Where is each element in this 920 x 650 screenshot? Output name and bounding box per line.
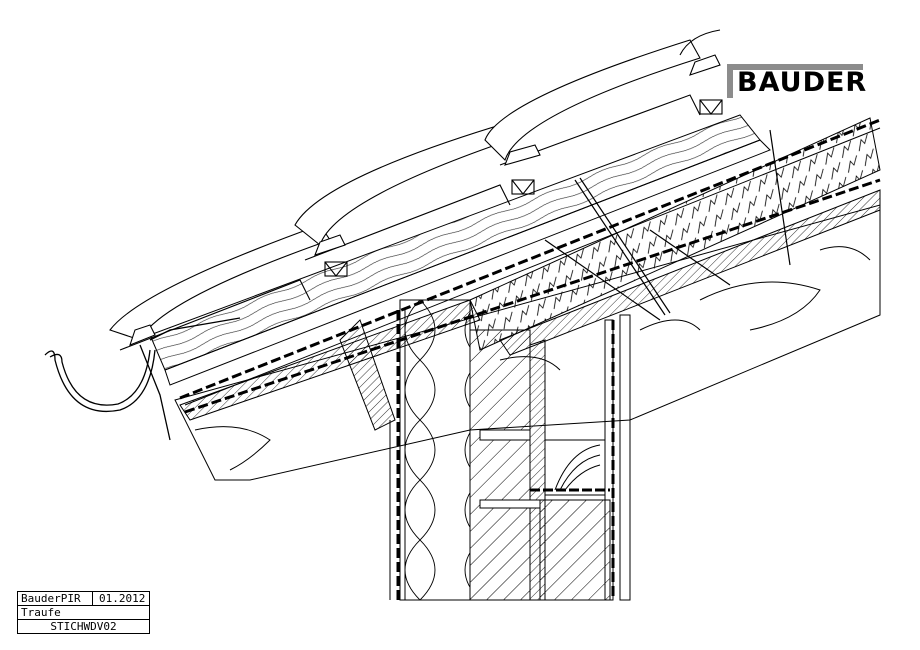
window-frame — [479, 429, 610, 509]
detail-name: Traufe — [21, 606, 61, 619]
gutter — [44, 317, 241, 441]
wall-insulation — [399, 299, 471, 601]
drawing-date: 01.2012 — [92, 592, 145, 606]
logo-bar-left — [727, 64, 733, 98]
logo-bar-top — [727, 64, 863, 70]
wall-render — [389, 310, 406, 600]
fixing-screws — [544, 129, 791, 321]
bauder-logo: BAUDER — [727, 64, 866, 98]
title-block-row-product: BauderPIR 01.2012 — [18, 592, 149, 606]
product-name: BauderPIR — [21, 592, 81, 605]
roof-tiles — [109, 29, 723, 351]
title-block: BauderPIR 01.2012 Traufe STICHWDV02 — [17, 591, 150, 634]
facade-boards — [604, 314, 631, 601]
title-block-row-code: STICHWDV02 — [18, 620, 149, 634]
masonry-wall — [469, 329, 611, 601]
timber-layers — [149, 114, 771, 386]
drawing-code: STICHWDV02 — [50, 620, 117, 633]
logo-text: BAUDER — [737, 67, 868, 98]
membrane — [179, 118, 881, 414]
title-block-row-detail: Traufe — [18, 606, 149, 620]
